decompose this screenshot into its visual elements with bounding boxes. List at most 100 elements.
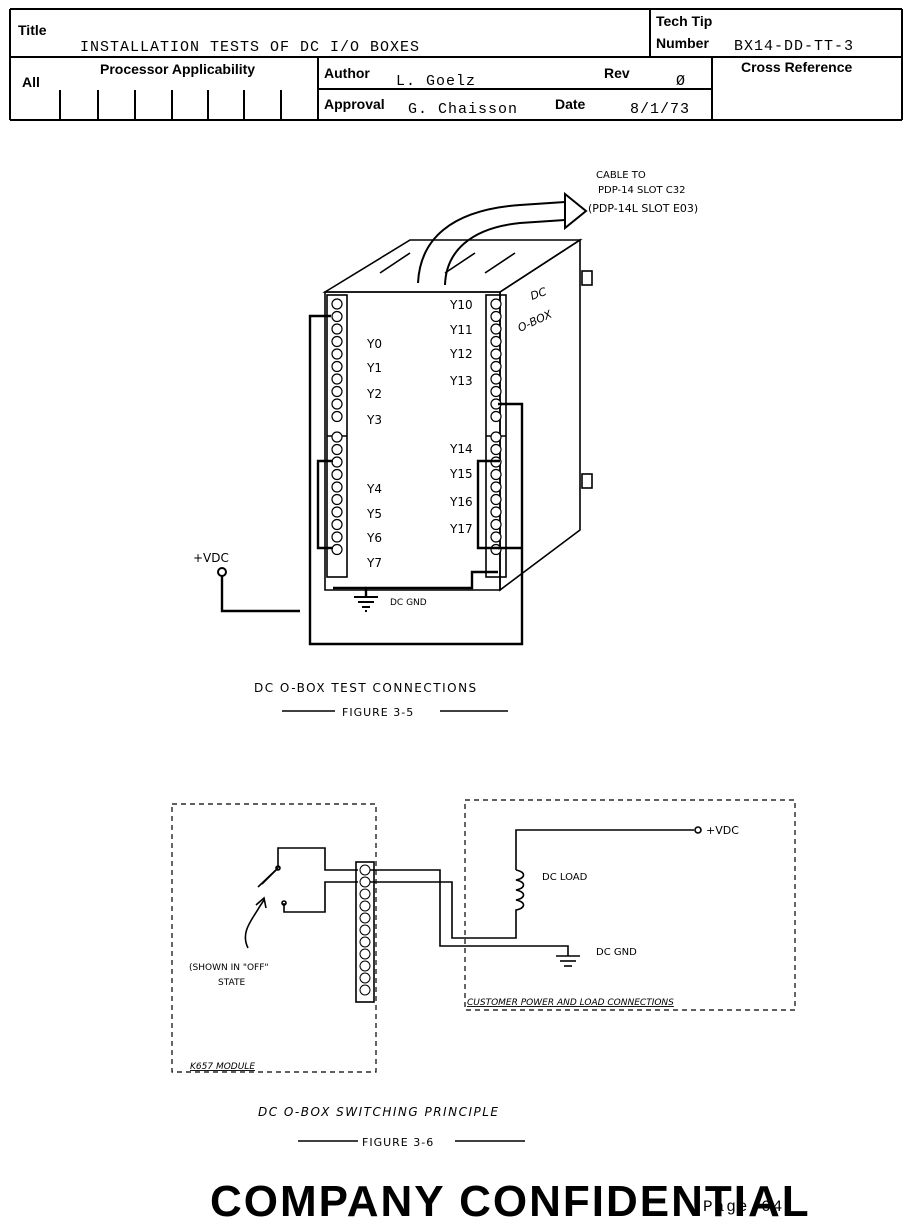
right-terminal-screw	[490, 531, 502, 543]
left-terminal-screw	[331, 518, 343, 531]
output-label-left: Y2	[366, 387, 382, 401]
fig36-terminal-screw	[359, 984, 371, 996]
output-label-left: Y0	[366, 337, 382, 351]
left-terminal-screw	[331, 456, 343, 468]
cable-arrow	[417, 201, 566, 284]
output-label-right: Y10	[449, 298, 473, 312]
dc-load-coil-icon	[515, 869, 525, 916]
left-terminal-screw	[331, 531, 343, 543]
dc-gnd-label: DC GND	[390, 598, 427, 608]
left-terminal-screw	[331, 373, 343, 385]
left-terminal-screw	[331, 310, 343, 323]
output-label-left: Y3	[366, 413, 382, 427]
state-note-line-1: (SHOWN IN "OFF"	[189, 963, 269, 973]
obox-top-face	[322, 239, 583, 293]
left-terminal-screw	[331, 410, 343, 423]
fig36-dc-gnd-label: DC GND	[596, 947, 637, 958]
left-terminal-screw	[331, 493, 343, 506]
right-terminal-screw	[490, 373, 502, 385]
rev-value: Ø	[676, 73, 687, 90]
output-label-left: Y7	[366, 556, 382, 570]
right-terminal-screw	[490, 298, 502, 310]
left-terminal-screw	[331, 360, 343, 373]
dc-load-label: DC LOAD	[542, 872, 588, 883]
fig36-terminal-screw	[359, 900, 371, 912]
left-terminal-screw	[331, 298, 343, 310]
vdc-label: +VDC	[193, 551, 229, 565]
right-terminal-screw	[490, 335, 502, 348]
right-terminal-screw	[490, 410, 502, 423]
rev-label: Rev	[604, 65, 630, 81]
left-terminal-screw	[331, 543, 343, 556]
output-label-right: Y16	[449, 495, 473, 509]
box-label-line-1: DC	[529, 285, 549, 303]
left-terminal-screw	[331, 398, 343, 410]
figure-3-6-diagram: +VDC DC LOAD DC GND (SHOWN IN "OFF" STAT…	[171, 799, 796, 1149]
output-label-right: Y12	[449, 347, 473, 361]
output-label-right: Y14	[449, 442, 473, 456]
cable-note-line-3: (PDP-14L SLOT E03)	[588, 202, 698, 215]
right-terminal-screw	[490, 543, 502, 556]
vdc-wire	[220, 576, 300, 613]
tech-tip-label: Tech Tip	[656, 13, 713, 29]
right-jumper-wire	[476, 459, 500, 550]
switch-upper-wire	[277, 847, 358, 871]
switch-lower-wire	[283, 881, 358, 913]
k657-module-label: K657 MODULE	[190, 1062, 255, 1072]
fig36-terminal-screw	[359, 864, 371, 876]
author-value: L. Goelz	[396, 74, 477, 88]
right-terminal-screw	[490, 431, 502, 443]
output-label-right: Y15	[449, 467, 473, 481]
output-label-right: Y11	[449, 323, 473, 337]
left-terminal-screw	[331, 348, 343, 360]
left-terminal-screw	[331, 385, 343, 398]
left-terminal-screw	[331, 481, 343, 493]
fig36-terminal-screw	[359, 948, 371, 960]
right-terminal-screw	[490, 310, 502, 323]
k657-module-box	[171, 803, 377, 1073]
gnd-wire	[364, 570, 498, 596]
left-terminal-screw	[331, 443, 343, 456]
date-label: Date	[555, 96, 586, 112]
output-label-left: Y6	[366, 531, 382, 545]
number-label: Number	[656, 35, 709, 51]
fig36-vdc-label: +VDC	[706, 824, 739, 837]
right-terminal-screw	[490, 323, 502, 335]
tech-tip-number: BX14-DD-TT-3	[734, 38, 855, 55]
fig36-terminal-screw	[359, 972, 371, 984]
output-label-right: Y17	[449, 522, 473, 536]
output-label-left: Y1	[366, 361, 382, 375]
cable-note-line-2: PDP-14 SLOT C32	[598, 185, 685, 196]
header-grid	[9, 8, 903, 121]
right-terminal-screw	[490, 468, 502, 481]
all-label: All	[22, 74, 40, 90]
fig36-terminal-screw	[359, 936, 371, 948]
right-terminal-screw	[490, 360, 502, 373]
fig36-terminal-strip	[355, 861, 375, 1003]
author-label: Author	[324, 65, 370, 81]
fig36-terminal-screw	[359, 960, 371, 972]
right-terminal-screw	[490, 481, 502, 493]
right-terminal-screw	[490, 518, 502, 531]
left-terminal-screw	[331, 431, 343, 443]
document-title: INSTALLATION TESTS OF DC I/O BOXES	[80, 40, 421, 56]
figure-3-5-label: FIGURE 3-5	[342, 706, 414, 719]
document-header: Title INSTALLATION TESTS OF DC I/O BOXES…	[0, 0, 910, 122]
company-confidential-stamp: COMPANY CONFIDENTIAL	[210, 1178, 811, 1218]
load-return-wire	[370, 881, 517, 939]
right-terminal-screw	[490, 385, 502, 398]
customer-connections-box	[464, 799, 796, 1011]
right-terminal-screw	[490, 506, 502, 518]
gnd-load-wire	[370, 869, 569, 956]
date-value: 8/1/73	[630, 101, 691, 118]
left-terminal-screw	[331, 335, 343, 348]
right-terminal-screw	[490, 348, 502, 360]
vdc-terminal-icon	[694, 826, 702, 834]
customer-connections-label: CUSTOMER POWER AND LOAD CONNECTIONS	[467, 998, 674, 1008]
box-label-line-2: O-BOX	[516, 307, 555, 334]
figure-3-6-label: FIGURE 3-6	[362, 1136, 434, 1149]
title-label: Title	[18, 22, 47, 38]
left-jumper-wire	[316, 459, 333, 550]
cable-note-line-1: CABLE TO	[596, 170, 646, 181]
